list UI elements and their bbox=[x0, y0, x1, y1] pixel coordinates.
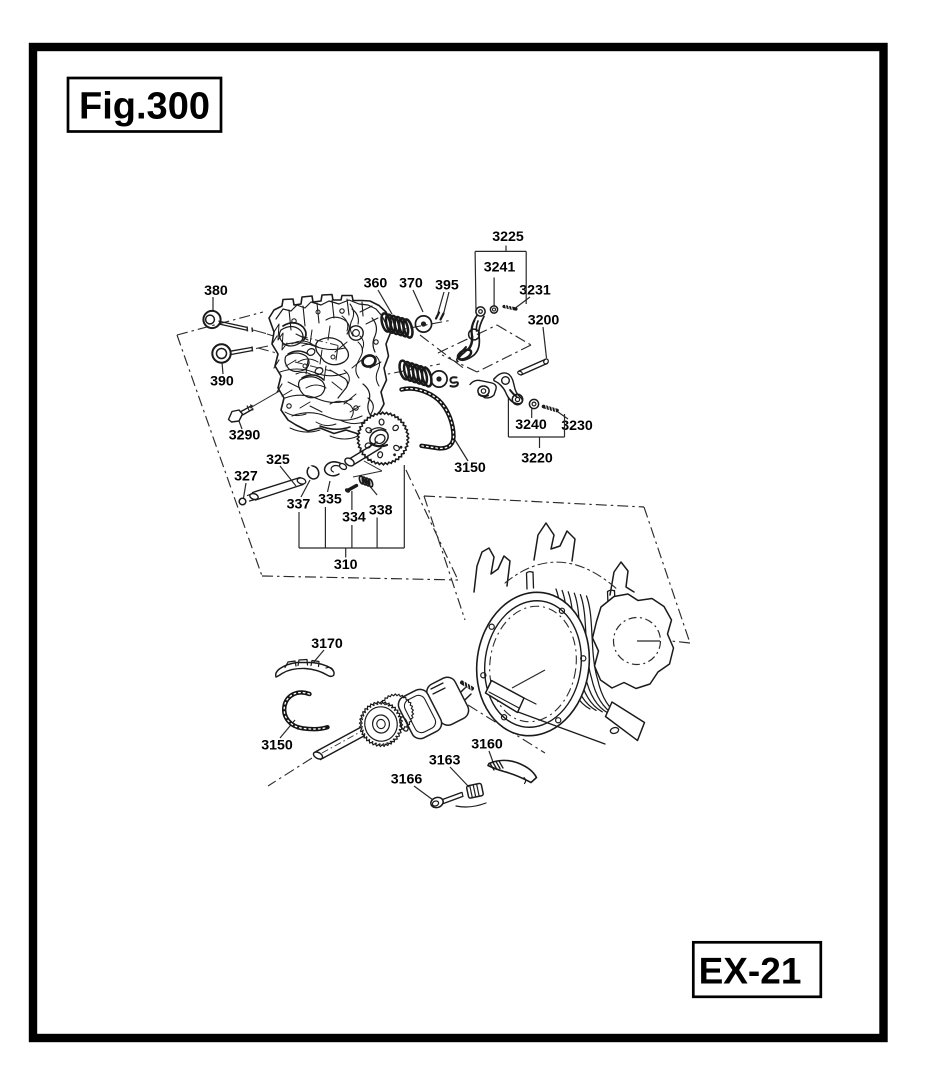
svg-text:370: 370 bbox=[399, 276, 423, 292]
svg-text:Fig.300: Fig.300 bbox=[79, 86, 210, 128]
svg-text:3220: 3220 bbox=[521, 451, 553, 467]
svg-text:3230: 3230 bbox=[561, 418, 593, 434]
svg-text:380: 380 bbox=[204, 283, 228, 299]
svg-text:310: 310 bbox=[334, 557, 358, 573]
svg-text:3150: 3150 bbox=[261, 738, 293, 754]
svg-text:3163: 3163 bbox=[429, 753, 461, 769]
svg-text:3241: 3241 bbox=[484, 260, 516, 276]
svg-text:325: 325 bbox=[266, 452, 290, 468]
svg-text:3240: 3240 bbox=[515, 417, 547, 433]
svg-text:EX-21: EX-21 bbox=[699, 951, 802, 992]
svg-text:338: 338 bbox=[369, 502, 393, 518]
svg-text:360: 360 bbox=[364, 276, 388, 292]
svg-text:390: 390 bbox=[210, 374, 234, 390]
svg-text:335: 335 bbox=[318, 492, 342, 508]
svg-text:395: 395 bbox=[435, 278, 459, 294]
svg-text:3200: 3200 bbox=[528, 313, 560, 329]
svg-text:337: 337 bbox=[287, 497, 311, 513]
svg-text:3160: 3160 bbox=[471, 737, 503, 753]
svg-text:3150: 3150 bbox=[454, 460, 486, 476]
svg-text:3170: 3170 bbox=[311, 636, 343, 652]
svg-text:327: 327 bbox=[234, 469, 258, 485]
svg-text:334: 334 bbox=[342, 510, 366, 526]
svg-text:3231: 3231 bbox=[519, 283, 551, 299]
svg-text:3290: 3290 bbox=[229, 428, 261, 444]
svg-text:3225: 3225 bbox=[492, 229, 524, 245]
svg-text:3166: 3166 bbox=[391, 771, 423, 787]
